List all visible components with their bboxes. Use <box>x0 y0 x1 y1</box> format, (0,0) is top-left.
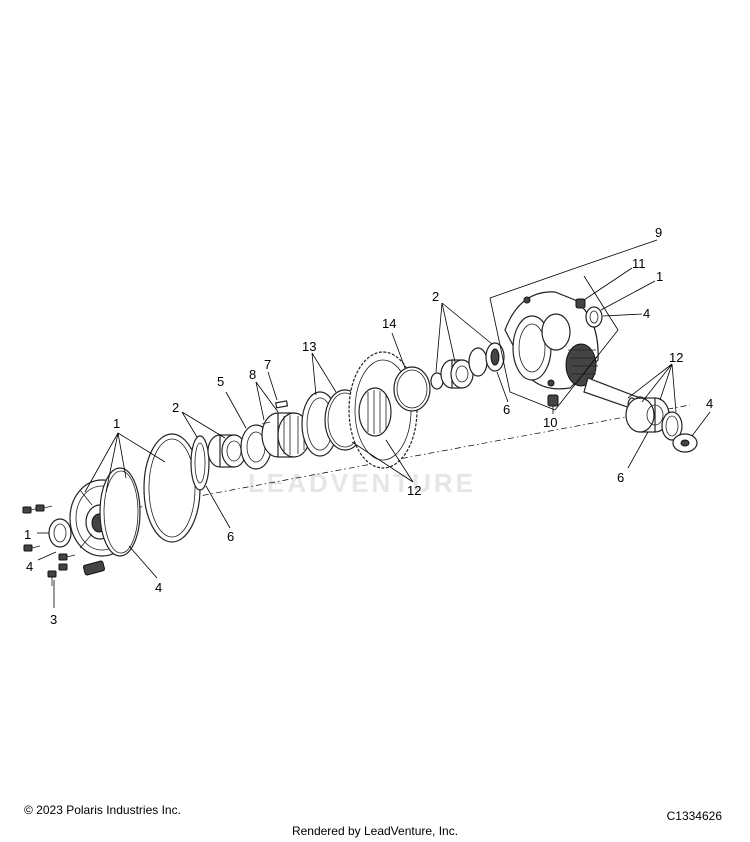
callout-7: 7 <box>264 357 271 372</box>
callout-9: 9 <box>655 225 662 240</box>
callout-1-left-top: 1 <box>113 416 120 431</box>
o-ring-left <box>99 467 141 557</box>
callout-4-right: 4 <box>706 396 713 411</box>
drain-plug <box>547 394 559 407</box>
pin <box>261 400 289 425</box>
callout-4-left-oring: 4 <box>155 580 162 595</box>
callout-6-center: 6 <box>503 402 510 417</box>
callout-2-left: 2 <box>172 400 179 415</box>
fitting <box>575 298 586 309</box>
callout-12-center: 12 <box>407 483 421 498</box>
callout-6-left: 6 <box>227 529 234 544</box>
callout-1-right: 1 <box>656 269 663 284</box>
o-ring-14 <box>393 366 431 412</box>
callout-11: 11 <box>632 256 646 271</box>
callout-8: 8 <box>249 367 256 382</box>
washer-right <box>672 433 698 453</box>
main-housing <box>504 291 599 390</box>
callout-12-right: 12 <box>669 350 683 365</box>
callout-3: 3 <box>50 612 57 627</box>
diagram-code: C1334626 <box>666 809 722 823</box>
callout-4-right-top: 4 <box>643 306 650 321</box>
seal-right-top <box>585 306 603 328</box>
bearing-left <box>207 434 247 468</box>
bearing-center <box>430 342 505 390</box>
bearing-race-left <box>190 435 210 491</box>
callout-2-center: 2 <box>432 289 439 304</box>
callout-10: 10 <box>543 415 557 430</box>
leader-lines <box>37 239 711 608</box>
rendered-by-credit: Rendered by LeadVenture, Inc. <box>291 824 459 838</box>
callout-1-left-seal: 1 <box>24 527 31 542</box>
callout-4-left-small: 4 <box>26 559 33 574</box>
seal-left <box>48 518 72 548</box>
bearing-right <box>625 397 683 441</box>
bolt-group <box>22 504 76 586</box>
callout-14: 14 <box>382 316 396 331</box>
copyright-notice: © 2023 Polaris Industries Inc. <box>24 803 181 817</box>
callout-6-right: 6 <box>617 470 624 485</box>
callout-13: 13 <box>302 339 316 354</box>
callout-5: 5 <box>217 374 224 389</box>
roller-cage <box>261 412 311 458</box>
watermark: LEADVENTURE <box>248 468 476 498</box>
